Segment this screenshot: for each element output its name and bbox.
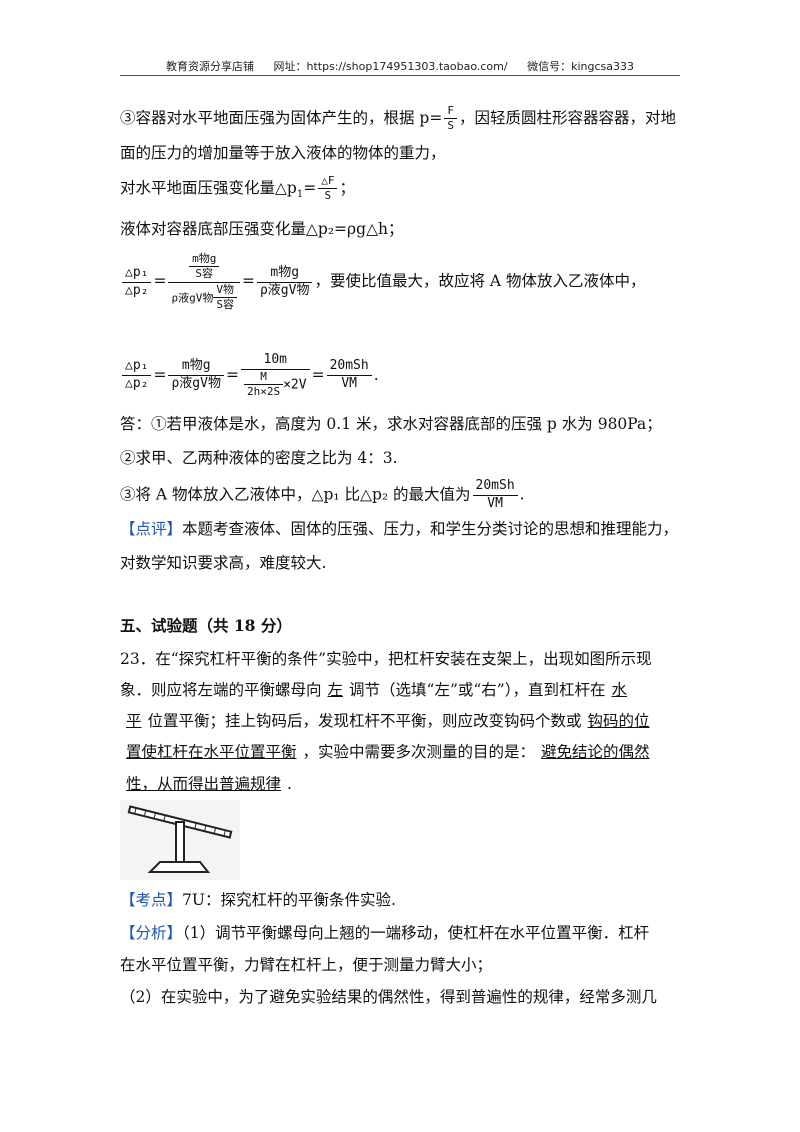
lever-figure <box>120 800 240 880</box>
answer-blank: 平 <box>126 712 142 730</box>
analysis-line: （2）在实验中，为了避免实验结果的偶然性，得到普遍性的规律，经常多测几 <box>120 988 657 1006</box>
question-line: 平位置平衡；挂上钩码后，发现杠杆不平衡，则应改变钩码个数或钩码的位 <box>120 711 656 731</box>
analysis-tag: 【分析】 <box>120 924 183 942</box>
page-header: 教育资源分享店铺 网址：https://shop174951303.taobao… <box>120 58 680 74</box>
shop-name: 教育资源分享店铺 <box>166 60 254 73</box>
question-line: 23．在“探究杠杆平衡的条件”实验中，把杠杆安装在支架上，出现如图所示现 <box>120 650 652 668</box>
kaodian-tag: 【考点】 <box>120 891 183 909</box>
answer-blank: 水 <box>611 681 627 699</box>
answer-blank: 置使杠杆在水平位置平衡 <box>126 743 297 761</box>
answer-blank: 性，从而得出普遍规律 <box>126 775 282 793</box>
answer-blank: 钩码的位 <box>587 712 650 730</box>
text-line: 液体对容器底部压强变化量△p₂=ρg△h； <box>120 220 404 238</box>
header-rule <box>120 75 680 76</box>
kaodian-line: 【考点】7U：探究杠杆的平衡条件实验. <box>120 891 396 909</box>
comment-line: 【点评】本题考查液体、固体的压强、压力，和学生分类讨论的思想和推理能力， <box>120 520 679 538</box>
analysis-line: 在水平位置平衡，力臂在杠杆上，便于测量力臂大小； <box>120 956 493 974</box>
shop-url: 网址：https://shop174951303.taobao.com/ <box>273 60 508 73</box>
comment-line: 对数学知识要求高，难度较大. <box>120 554 327 572</box>
answer-line: 答：①若甲液体是水，高度为 0.1 米，求水对容器底部的压强 p 水为 980P… <box>120 415 662 433</box>
comment-tag: 【点评】 <box>120 520 183 538</box>
text-line: 面的压力的增加量等于放入液体的物体的重力， <box>120 144 446 162</box>
question-line: 置使杠杆在水平位置平衡，实验中需要多次测量的目的是：避免结论的偶然 <box>120 742 656 762</box>
section-title: 五、试验题（共 18 分） <box>120 616 292 635</box>
wechat-id: 微信号：kingcsa333 <box>527 60 634 73</box>
answer-blank: 避免结论的偶然 <box>541 743 650 761</box>
question-line: 性，从而得出普遍规律. <box>120 774 292 794</box>
analysis-line: 【分析】（1）调节平衡螺母向上翘的一端移动，使杠杆在水平位置平衡．杠杆 <box>120 924 650 942</box>
answer-blank: 左 <box>327 681 344 699</box>
answer-line: ②求甲、乙两种液体的密度之比为 4：3. <box>120 449 398 467</box>
question-line: 象．则应将左端的平衡螺母向左调节（选填“左”或“右”），直到杠杆在水 <box>120 680 633 700</box>
